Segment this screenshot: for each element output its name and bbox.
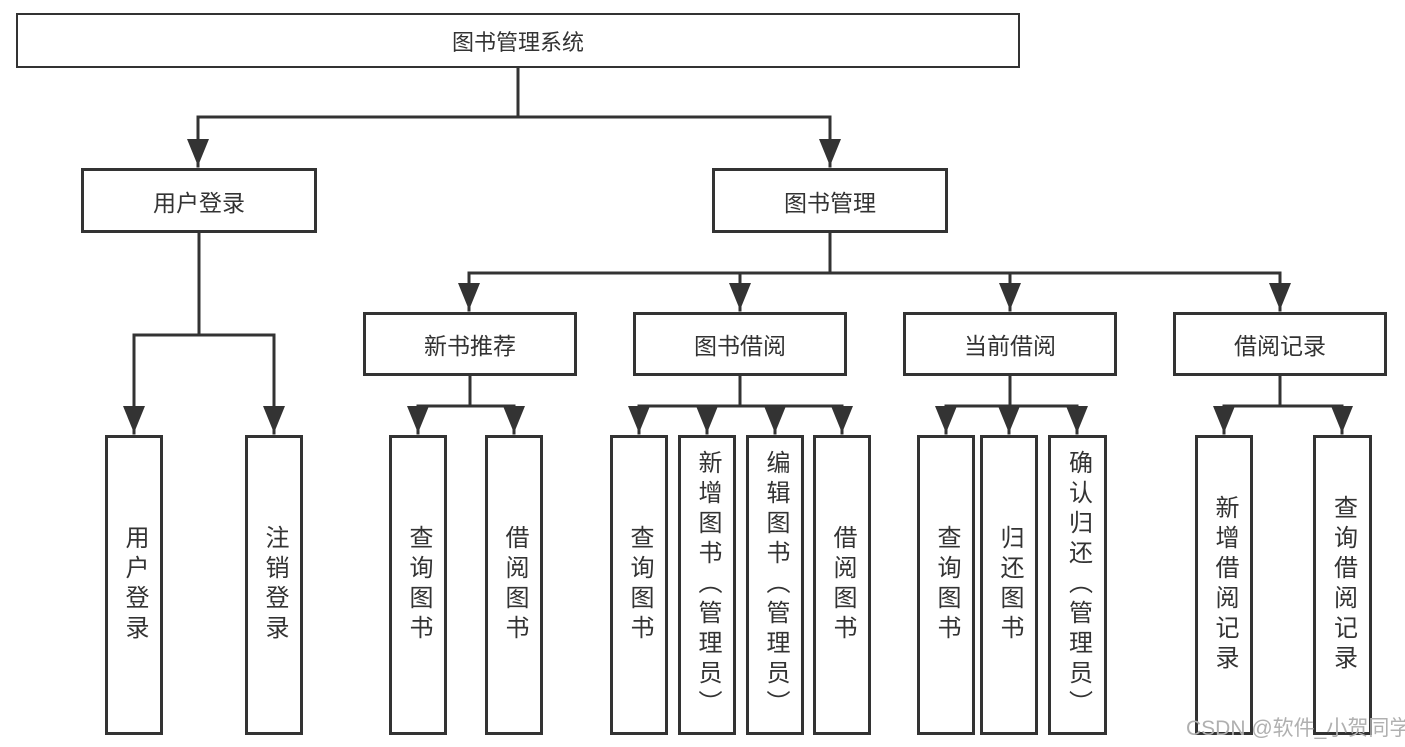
leaf-add-books-admin: 新增图书（管理员） — [678, 435, 736, 735]
leaf-logout: 注销登录 — [245, 435, 303, 735]
node-label: 图书借阅 — [694, 333, 786, 359]
node-new-book-recommend: 新书推荐 — [363, 312, 577, 376]
leaf-confirm-return-admin: 确认归还（管理员） — [1048, 435, 1107, 735]
node-label: 当前借阅 — [964, 333, 1056, 359]
node-label: 借阅图书 — [501, 525, 528, 645]
node-label: 图书管理 — [784, 189, 876, 216]
connector-user-login-to-leaves — [123, 231, 285, 435]
node-label: 借阅图书 — [829, 525, 856, 645]
node-label: 新书推荐 — [424, 333, 516, 359]
leaf-user-login: 用户登录 — [105, 435, 163, 735]
node-label: 借阅记录 — [1234, 333, 1326, 359]
node-label: 确认归还（管理员） — [1064, 450, 1092, 720]
node-user-login: 用户登录 — [81, 168, 317, 233]
node-label: 编辑图书（管理员） — [762, 450, 789, 720]
node-label: 查询图书 — [405, 525, 432, 645]
leaf-add-borrow-record: 新增借阅记录 — [1195, 435, 1253, 735]
leaf-borrow-books: 借阅图书 — [813, 435, 871, 735]
connector-current-borrow-to-leaves — [935, 374, 1088, 435]
leaf-query-borrow-record: 查询借阅记录 — [1313, 435, 1372, 735]
node-current-borrow: 当前借阅 — [903, 312, 1117, 376]
node-label: 图书管理系统 — [451, 29, 584, 55]
node-label: 查询借阅记录 — [1329, 495, 1357, 675]
node-label: 新增图书（管理员） — [694, 450, 721, 720]
connector-borrow-record-to-leaves — [1213, 374, 1353, 435]
node-label: 用户登录 — [121, 525, 148, 645]
node-label: 新增借阅记录 — [1211, 495, 1238, 675]
node-label: 查询图书 — [933, 525, 960, 645]
node-label: 注销登录 — [261, 525, 288, 645]
leaf-borrow-query-books: 查询图书 — [610, 435, 668, 735]
connector-new-book-recommend-to-leaves — [407, 374, 525, 435]
node-label: 归还图书 — [996, 525, 1023, 645]
node-label: 用户登录 — [153, 189, 245, 216]
node-book-management: 图书管理 — [712, 168, 948, 233]
leaf-recommend-query-books: 查询图书 — [389, 435, 447, 735]
node-library-management-system: 图书管理系统 — [16, 13, 1020, 68]
node-label: 查询图书 — [626, 525, 653, 645]
leaf-edit-books-admin: 编辑图书（管理员） — [746, 435, 804, 735]
watermark: CSDN @软件_小贺同学 — [1186, 717, 1405, 740]
leaf-return-books: 归还图书 — [980, 435, 1038, 735]
node-borrow-record: 借阅记录 — [1173, 312, 1387, 376]
connector-root-to-level2 — [187, 66, 841, 168]
connector-book-management-to-level3 — [458, 231, 1291, 312]
leaf-current-query-books: 查询图书 — [917, 435, 975, 735]
connector-book-borrow-to-leaves — [628, 374, 853, 435]
leaf-recommend-borrow-books: 借阅图书 — [485, 435, 543, 735]
node-book-borrow: 图书借阅 — [633, 312, 847, 376]
